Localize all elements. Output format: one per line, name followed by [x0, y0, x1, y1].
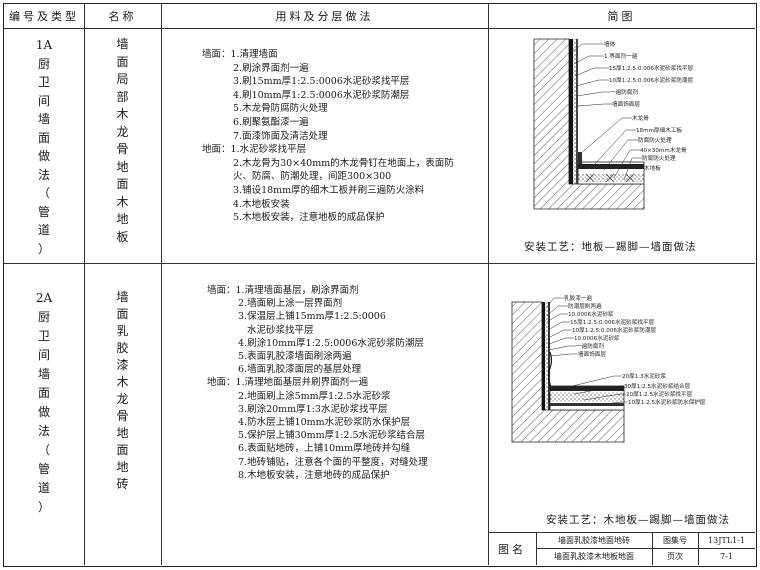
step: 4.木地板安装 — [233, 198, 290, 210]
step: 2.地面刷上涂5mm厚1:2.5水泥砂浆 — [238, 390, 391, 402]
diagram-label: 10.0006水泥砂浆 — [574, 334, 620, 342]
step: 3.保温层上铺15mm厚1:2.5:0006 — [238, 311, 386, 323]
diagram-label: 10厚1:2.5:0.006水泥砂浆防潮层 — [609, 76, 694, 84]
header-name: 名称 — [108, 10, 137, 23]
column-divider-3 — [488, 4, 489, 565]
row2-caption: 安装工艺：木地板—踢脚—墙面做法 — [546, 514, 730, 526]
diagram-label: 木龙骨 — [632, 114, 649, 122]
diagram-label: 墙面饰面层 — [612, 100, 640, 108]
step: 地面：1.水泥砂浆找平层 — [202, 144, 307, 156]
diagram-label: 10厚1:2.5水泥砂浆防水保护层 — [628, 398, 706, 406]
diagram-label: 20厚1:3水泥砂浆 — [622, 372, 666, 380]
step: 4.刷10mm厚1:2.5:0006水泥砂浆防潮层 — [233, 89, 410, 101]
row2-steps: 墙面：1.清理墙面基层，刷涂界面剂 2.墙面刷上涂一层界面剂 3.保温层上铺15… — [207, 284, 428, 482]
diagram-label: 10.0006水泥砂浆 — [568, 310, 614, 318]
page-label: 页次 — [667, 552, 683, 561]
step: 2.墙面刷上涂一层界面剂 — [238, 298, 343, 310]
step: 5.木龙骨防腐防火处理 — [233, 103, 328, 115]
row1-section-diagram: 墙体 1.界面剂一遍 15厚1:2.5:0.006水泥砂浆找平层 10厚1:2.… — [533, 38, 694, 210]
title-block-mid — [536, 548, 755, 549]
diagram-label: 1.界面剂一遍 — [604, 52, 638, 60]
row1-caption: 安装工艺：地板—踢脚—墙面做法 — [524, 241, 697, 253]
diagram-label: 20厚1:2.5水泥砂浆找平层 — [626, 390, 693, 398]
step: 7.面漆饰面及清洁处理 — [233, 130, 328, 142]
row-divider — [4, 263, 755, 264]
diagram-label: 30厚1:2.5水泥砂浆结合层 — [624, 382, 691, 390]
step: 2.刷涂界面剂一遍 — [233, 62, 309, 74]
step: 6.刷聚氨酯漆一遍 — [233, 116, 309, 128]
diagram-label: 防潮层刷两遍 — [568, 302, 602, 310]
atlas-label: 图集号 — [663, 535, 687, 545]
step: 地面：1.清理地面基层并刷界面剂一遍 — [207, 377, 369, 389]
step: 3.刷涂20mm厚1:3水泥砂浆找平层 — [238, 403, 388, 415]
drawing-name-2: 墙面乳胶漆木地板地面 — [554, 552, 634, 561]
atlas-number: 13JTL1-1 — [708, 535, 745, 545]
diagram-label: 15厚1:2.5:0.006水泥砂浆找平层 — [609, 64, 694, 72]
diagram-label: 15厚1:2.5:0.006水泥砂浆找平层 — [570, 318, 655, 326]
drawing-name-1: 墙面乳胶漆地面地砖 — [558, 535, 630, 545]
diagram-label: 一遍防腐剂 — [576, 342, 604, 350]
diagram-label: 10厚1:2.5:0.006水泥砂浆防潮层 — [572, 326, 657, 334]
title-block-label: 图名 — [498, 542, 526, 556]
title-block-top — [488, 532, 755, 533]
header-divider — [4, 28, 755, 29]
header-code-type: 编号及类型 — [9, 10, 79, 23]
step: 6.墙面乳胶漆面层的基层处理 — [238, 364, 362, 376]
step: 5.木地板安装，注意地板的成品保护 — [233, 212, 385, 224]
page-number: 7-1 — [720, 552, 733, 561]
row1-name: 墙面局 部木龙 骨地面 木地板 — [116, 37, 129, 244]
header-method: 用料及分层做法 — [275, 10, 374, 23]
step: 4.刷涂10mm厚1:2.5:0006水泥砂浆防潮层 — [238, 337, 424, 349]
row2-name: 墙面乳 胶漆木 龙骨地 面地砖 — [116, 290, 129, 491]
diagram-label: 乳胶漆一遍 — [564, 294, 592, 302]
diagram-label: 墙面饰面层 — [578, 350, 606, 358]
diagram-label: 墙体 — [604, 40, 616, 48]
row1-steps: 墙面：1.清理墙面 2.刷涂界面剂一遍 3.刷15mm厚1:2.5:0006水泥… — [202, 48, 454, 225]
diagram-label: 一遍防腐剂 — [610, 88, 638, 96]
step: 4.防水层上铺10mm水泥砂浆防水保护层 — [238, 417, 411, 429]
title-block-div-2 — [652, 532, 653, 565]
row2-section-diagram: 乳胶漆一遍 防潮层刷两遍 10.0006水泥砂浆 15厚1:2.5:0.006水… — [511, 294, 706, 443]
header-diagram: 简图 — [607, 10, 636, 23]
diagram-label: 18mm厚细木工板 — [636, 126, 682, 134]
step: 水泥砂浆找平层 — [247, 324, 314, 336]
column-divider-2 — [161, 4, 162, 565]
step: 2.木龙骨为30×40mm的木龙骨钉在地面上，表面防 — [233, 157, 454, 169]
diagram-label: 防腐防火处理 — [642, 154, 676, 162]
column-divider-1 — [84, 4, 85, 565]
step: 7.地砖铺贴，注意各个面的平整度，对缝处理 — [238, 456, 428, 468]
step: 8.木地板安装，注意地砖的成品保护 — [238, 469, 390, 481]
step: 3.铺设18mm厚的细木工板并刷三遍防火涂料 — [233, 184, 425, 196]
step: 5.表面乳胶漆墙面刷涂两遍 — [238, 351, 352, 363]
step: 5.保护层上铺30mm厚1:2.5水泥砂浆结合层 — [238, 430, 426, 442]
diagram-label: 40×30mm木龙骨 — [640, 146, 687, 154]
step: 火、防腐、防潮处理，间距300×300 — [233, 171, 392, 183]
diagram-label: 防腐防火处理 — [638, 136, 672, 144]
diagram-label: 木地板 — [644, 164, 661, 172]
step: 6.表面贴地砖，上铺10mm厚地砖并勾缝 — [238, 443, 411, 455]
step: 墙面：1.清理墙面 — [202, 49, 278, 60]
step: 墙面：1.清理墙面基层，刷涂界面剂 — [207, 285, 359, 296]
title-block-div-3 — [698, 532, 699, 565]
step: 3.刷15mm厚1:2.5:0006水泥砂浆找平层 — [233, 76, 410, 88]
title-block-div-1 — [536, 532, 537, 565]
